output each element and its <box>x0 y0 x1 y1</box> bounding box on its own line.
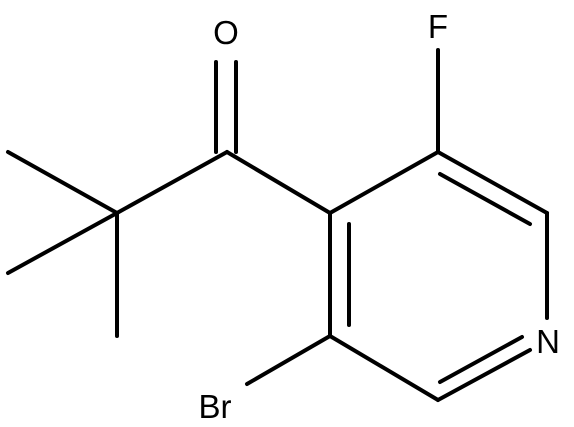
bond-methyl-left <box>6 211 119 275</box>
bond-c3-c2-b <box>438 172 532 226</box>
bond-c6-c5 <box>328 334 440 402</box>
bond-c5-bromine <box>245 334 332 386</box>
bond-n-c6-a <box>436 348 532 402</box>
bond-methyl-upper <box>6 150 119 215</box>
oxygen-label: O <box>213 14 239 51</box>
bond-c3-c2-a <box>436 150 549 215</box>
bond-carbonyl-to-ring <box>225 150 332 215</box>
bond-n-c6-b <box>438 335 524 384</box>
bond-carbonyl-to-tbutyl <box>115 150 229 215</box>
bromine-label: Br <box>199 388 232 425</box>
bond-c4-c3 <box>328 150 440 215</box>
fluorine-label: F <box>428 8 448 45</box>
nitrogen-label: N <box>536 323 560 360</box>
